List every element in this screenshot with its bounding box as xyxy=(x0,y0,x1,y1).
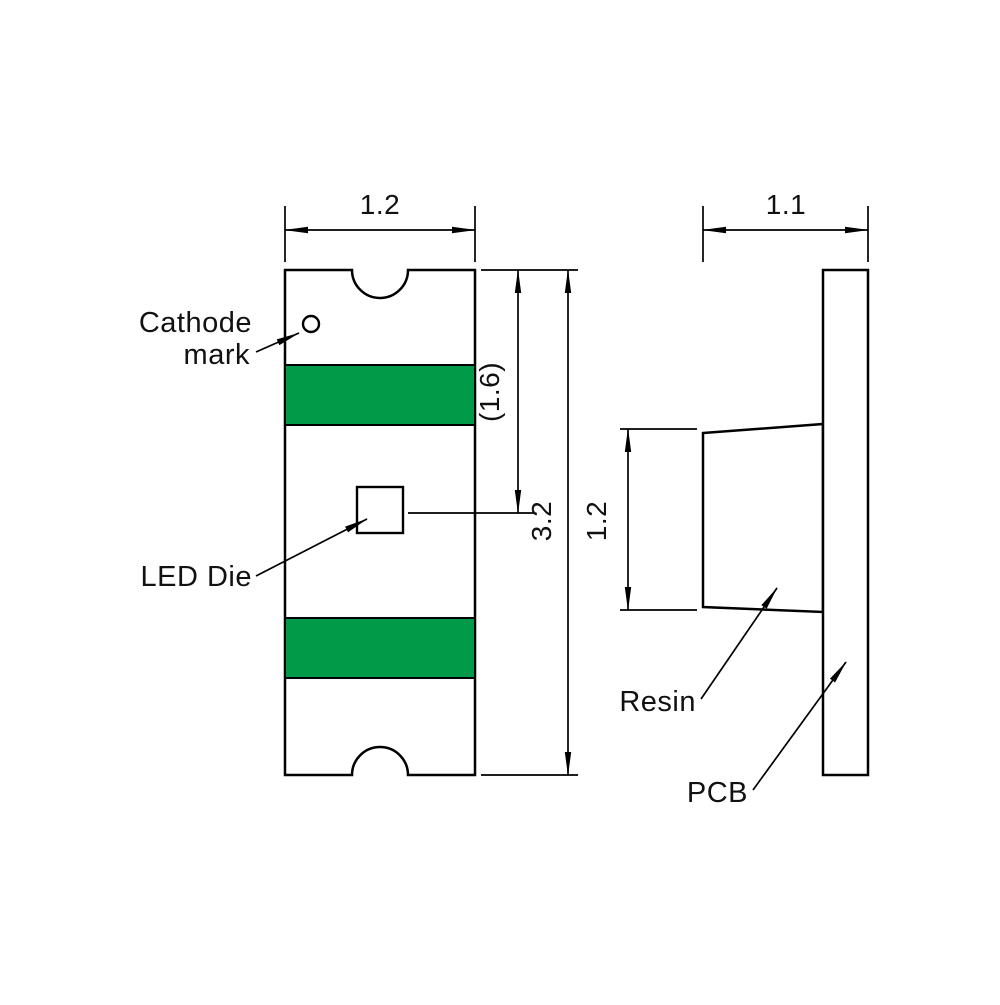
pcb-label: PCB xyxy=(687,777,748,809)
dim-label-side-width: 1.1 xyxy=(766,189,806,220)
resin-body xyxy=(701,422,825,614)
top-view: 1.2 (1.6) 3.2 Cathode mark LED Die xyxy=(139,189,578,777)
dim-label-inner-height: (1.6) xyxy=(474,362,505,422)
dim-label-resin-height: 1.2 xyxy=(581,501,612,541)
resin-label: Resin xyxy=(619,686,696,718)
electrode-band-bottom xyxy=(284,617,476,679)
pcb-callout: PCB xyxy=(687,661,847,809)
cathode-mark-callout: Cathode mark xyxy=(139,307,300,371)
led-die-callout: LED Die xyxy=(141,518,368,593)
dim-top-width: 1.2 xyxy=(284,189,476,262)
dim-top-height: 3.2 xyxy=(481,269,578,776)
side-view: 1.1 1.2 Resin PCB xyxy=(581,189,870,809)
dim-side-width: 1.1 xyxy=(702,189,869,262)
cathode-label-line1: Cathode xyxy=(139,307,252,339)
led-die-square xyxy=(355,485,405,535)
cathode-mark-circle xyxy=(301,314,321,334)
led-die-leader-line xyxy=(255,518,368,577)
dim-top-inner-height: (1.6) xyxy=(408,269,578,514)
pcb-rect xyxy=(821,268,870,777)
cathode-leader-line xyxy=(255,332,300,353)
dim-resin-height: 1.2 xyxy=(581,428,697,611)
dim-label-top-height: 3.2 xyxy=(526,501,557,541)
electrode-band-top xyxy=(284,364,476,426)
resin-leader-line xyxy=(700,587,778,700)
dim-label-top-width: 1.2 xyxy=(360,189,400,220)
cathode-label-line2: mark xyxy=(184,339,250,371)
resin-callout: Resin xyxy=(619,587,778,718)
led-die-label: LED Die xyxy=(141,561,253,593)
pcb-leader-line xyxy=(752,661,847,791)
